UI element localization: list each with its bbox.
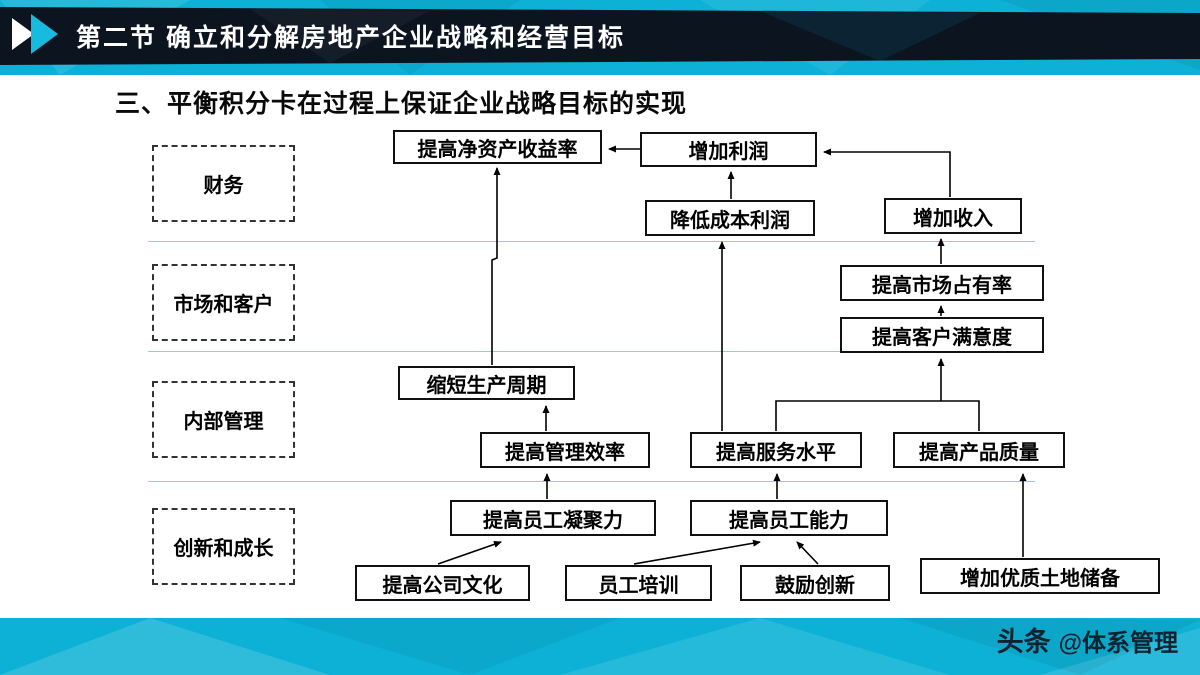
box-quality-land-reserve: 增加优质土地储备 [920,558,1160,594]
page-title: 三、平衡积分卡在过程上保证企业战略目标的实现 [115,90,688,118]
slide-header: 第二节 确立和分解房地产企业战略和经营目标 [0,0,1200,75]
box-increase-profit: 增加利润 [640,132,817,167]
box-product-quality: 提高产品质量 [893,432,1065,468]
box-management-efficiency: 提高管理效率 [480,432,650,468]
box-net-asset-return: 提高净资产收益率 [393,130,602,164]
header-band-shape [0,7,1200,65]
watermark-brand: 头条 [996,627,1051,657]
category-finance: 财务 [152,145,295,222]
category-internal-management: 内部管理 [152,381,295,458]
watermark-handle: @体系管理 [1058,630,1178,657]
box-encourage-innovation: 鼓励创新 [740,565,890,601]
chevrons-icon [12,14,58,54]
box-service-level: 提高服务水平 [690,432,862,468]
category-market-customers: 市场和客户 [152,264,295,341]
category-innovation-growth: 创新和成长 [152,508,295,585]
box-employee-capability: 提高员工能力 [690,500,888,536]
row-separator-3 [148,481,1035,482]
box-company-culture: 提高公司文化 [355,565,530,601]
box-employee-training: 员工培训 [565,565,712,601]
box-market-share: 提高市场占有率 [840,265,1044,301]
section-title: 第二节 确立和分解房地产企业战略和经营目标 [76,24,625,52]
row-separator-2 [148,351,1035,352]
box-shorten-cycle: 缩短生产周期 [398,366,575,400]
watermark: 头条 @体系管理 [997,620,1178,659]
box-customer-satisfaction: 提高客户满意度 [840,317,1044,353]
box-employee-cohesion: 提高员工凝聚力 [450,500,656,536]
box-increase-revenue: 增加收入 [884,198,1022,234]
row-separator-1 [148,241,1035,242]
box-reduce-cost: 降低成本利润 [645,200,815,236]
